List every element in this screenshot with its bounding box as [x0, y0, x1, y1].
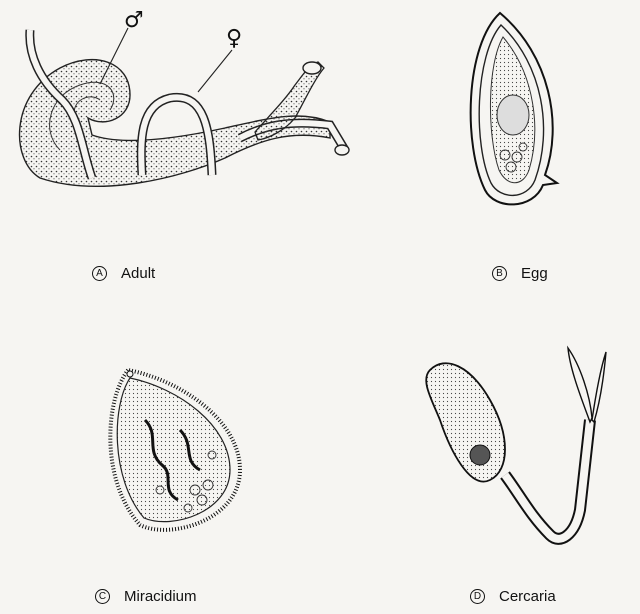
caption-miracidium-text: Miracidium [124, 588, 197, 605]
panel-letter-b: B [492, 266, 507, 281]
panel-letter-d: D [470, 589, 485, 604]
caption-egg: B Egg [492, 265, 548, 282]
egg-illustration [455, 5, 565, 215]
caption-cercaria: D Cercaria [470, 588, 556, 605]
adult-illustration: ♂ ♀ [0, 0, 380, 200]
panel-letter-c: C [95, 589, 110, 604]
caption-miracidium: C Miracidium [95, 588, 197, 605]
miracidium-illustration [100, 360, 260, 540]
panel-letter-a: A [92, 266, 107, 281]
caption-cercaria-text: Cercaria [499, 588, 556, 605]
caption-adult: A Adult [92, 265, 155, 282]
female-symbol: ♀ [226, 28, 242, 50]
male-symbol: ♂ [124, 10, 144, 32]
caption-egg-text: Egg [521, 265, 548, 282]
caption-adult-text: Adult [121, 265, 155, 282]
cercaria-illustration [410, 340, 610, 550]
